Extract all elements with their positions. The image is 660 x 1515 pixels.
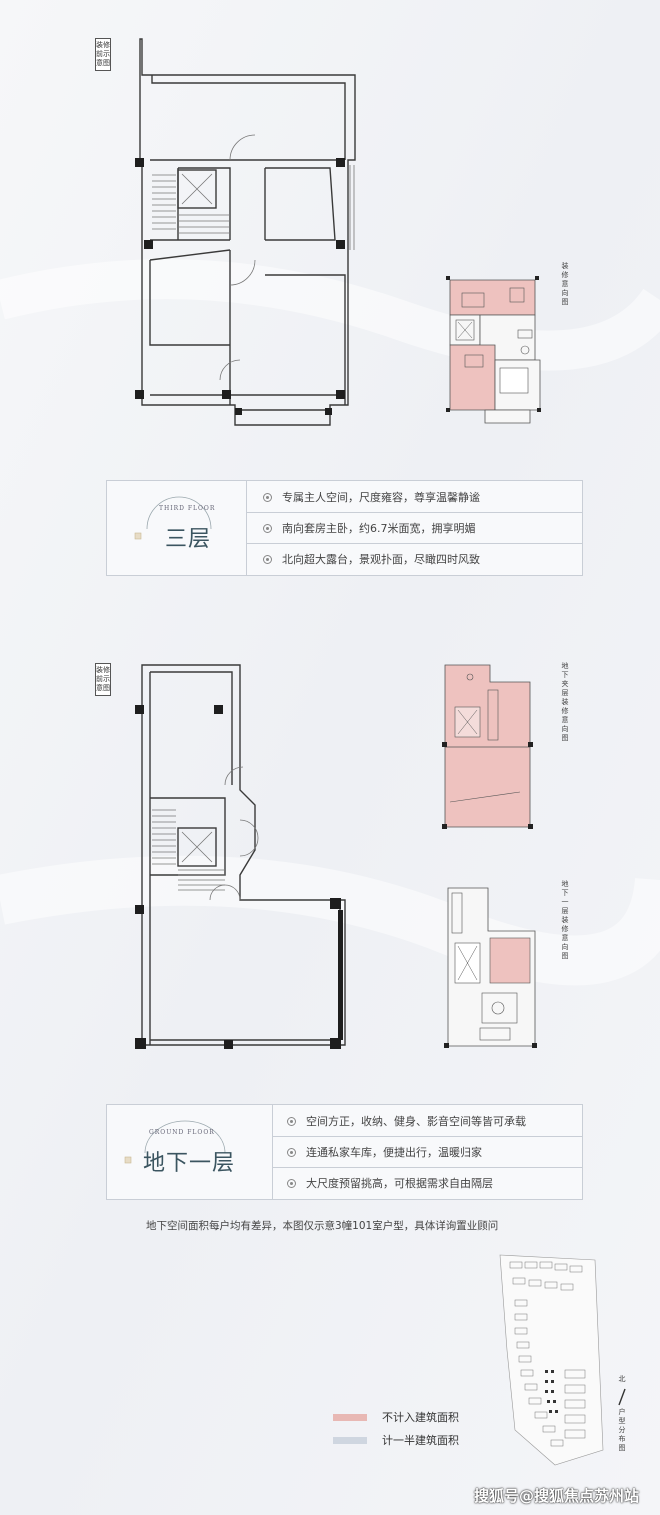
north-label-text: 北 (618, 1375, 626, 1383)
basement-deco-plan (444, 887, 537, 1048)
bullet-dot-icon (287, 1116, 296, 1126)
basement-deco-label-text: 地下一层装修意向图 (561, 880, 569, 960)
panel-divider (246, 481, 247, 575)
north-arrow-icon (618, 1388, 626, 1406)
bullet-dot-icon (263, 492, 272, 502)
ground-plan-label: 装修前示意图 (95, 663, 111, 696)
ground-bullet-3-text: 大尺度预留挑高，可根据需求自由隔层 (306, 1177, 493, 1190)
ground-floor-info-panel: GROUND FLOOR 地下一层 空间方正，收纳、健身、影音空间等皆可承载 连… (106, 1104, 583, 1200)
basement-deco-label: 地下一层装修意向图 (560, 880, 570, 961)
site-map-label: 户型分布图 (617, 1408, 627, 1453)
ground-plan-label-text: 装修前示意图 (96, 666, 110, 692)
north-label: 北 (617, 1375, 627, 1384)
ground-bullet-2-text: 连通私家车库，便捷出行，温暖归家 (306, 1146, 482, 1159)
third-bullet-3: 北向超大露台，景观扑面，尽瞰四时风致 (263, 551, 480, 567)
panel-divider (272, 1105, 273, 1199)
legend-swatch-excluded (333, 1414, 367, 1421)
bullet-dot-icon (287, 1147, 296, 1157)
panel-row-line (247, 512, 582, 513)
ground-bullet-1: 空间方正，收纳、健身、影音空间等皆可承载 (287, 1113, 526, 1129)
third-plan-label-text: 装修前示意图 (96, 41, 110, 67)
panel-row-line (273, 1136, 582, 1137)
ground-floor-title-en: GROUND FLOOR (149, 1129, 215, 1136)
mezzanine-deco-label: 地下夹层装修意向图 (560, 662, 570, 743)
site-distribution-map (499, 1254, 604, 1466)
third-floor-plan (135, 38, 356, 426)
ground-floor-plan (135, 664, 346, 1049)
third-floor-title-cn: 三层 (165, 527, 212, 552)
third-floor-title-en: THIRD FLOOR (159, 505, 216, 512)
panel-row-line (273, 1167, 582, 1168)
third-deco-label: 装修意向图 (560, 262, 570, 307)
legend-half-area: 计一半建筑面积 (382, 1434, 459, 1447)
third-bullet-2-text: 南向套房主卧，约6.7米面宽，拥享明媚 (282, 522, 476, 535)
third-bullet-1: 专属主人空间，尺度雍容，尊享温馨静谧 (263, 489, 480, 505)
floor-title-arc (134, 496, 212, 540)
panel-row-line (247, 543, 582, 544)
legend-swatch-half (333, 1437, 367, 1444)
legend-excluded-area: 不计入建筑面积 (382, 1411, 459, 1424)
floor-title-arc (124, 1120, 226, 1164)
third-floor-info-panel: THIRD FLOOR 三层 专属主人空间，尺度雍容，尊享温馨静谧 南向套房主卧… (106, 480, 583, 576)
site-map-label-text: 户型分布图 (618, 1408, 626, 1452)
footnote: 地下空间面积每户均有差异，本图仅示意3幢101室户型，具体详询置业顾问 (146, 1220, 499, 1232)
ground-bullet-2: 连通私家车库，便捷出行，温暖归家 (287, 1144, 482, 1160)
ground-bullet-3: 大尺度预留挑高，可根据需求自由隔层 (287, 1175, 493, 1191)
bullet-dot-icon (263, 523, 272, 533)
bullet-dot-icon (287, 1178, 296, 1188)
third-floor-deco-plan (446, 276, 541, 424)
bullet-dot-icon (263, 554, 272, 564)
ground-floor-title-cn: 地下一层 (143, 1151, 236, 1176)
third-bullet-1-text: 专属主人空间，尺度雍容，尊享温馨静谧 (282, 491, 480, 504)
watermark: 搜狐号@搜狐焦点苏州站 (474, 1487, 640, 1505)
third-deco-label-text: 装修意向图 (561, 262, 569, 306)
ground-bullet-1-text: 空间方正，收纳、健身、影音空间等皆可承载 (306, 1115, 526, 1128)
mezzanine-deco-plan (442, 664, 533, 829)
mezzanine-deco-label-text: 地下夹层装修意向图 (561, 662, 569, 742)
third-plan-label: 装修前示意图 (95, 38, 111, 71)
third-bullet-3-text: 北向超大露台，景观扑面，尽瞰四时风致 (282, 553, 480, 566)
third-bullet-2: 南向套房主卧，约6.7米面宽，拥享明媚 (263, 520, 476, 536)
